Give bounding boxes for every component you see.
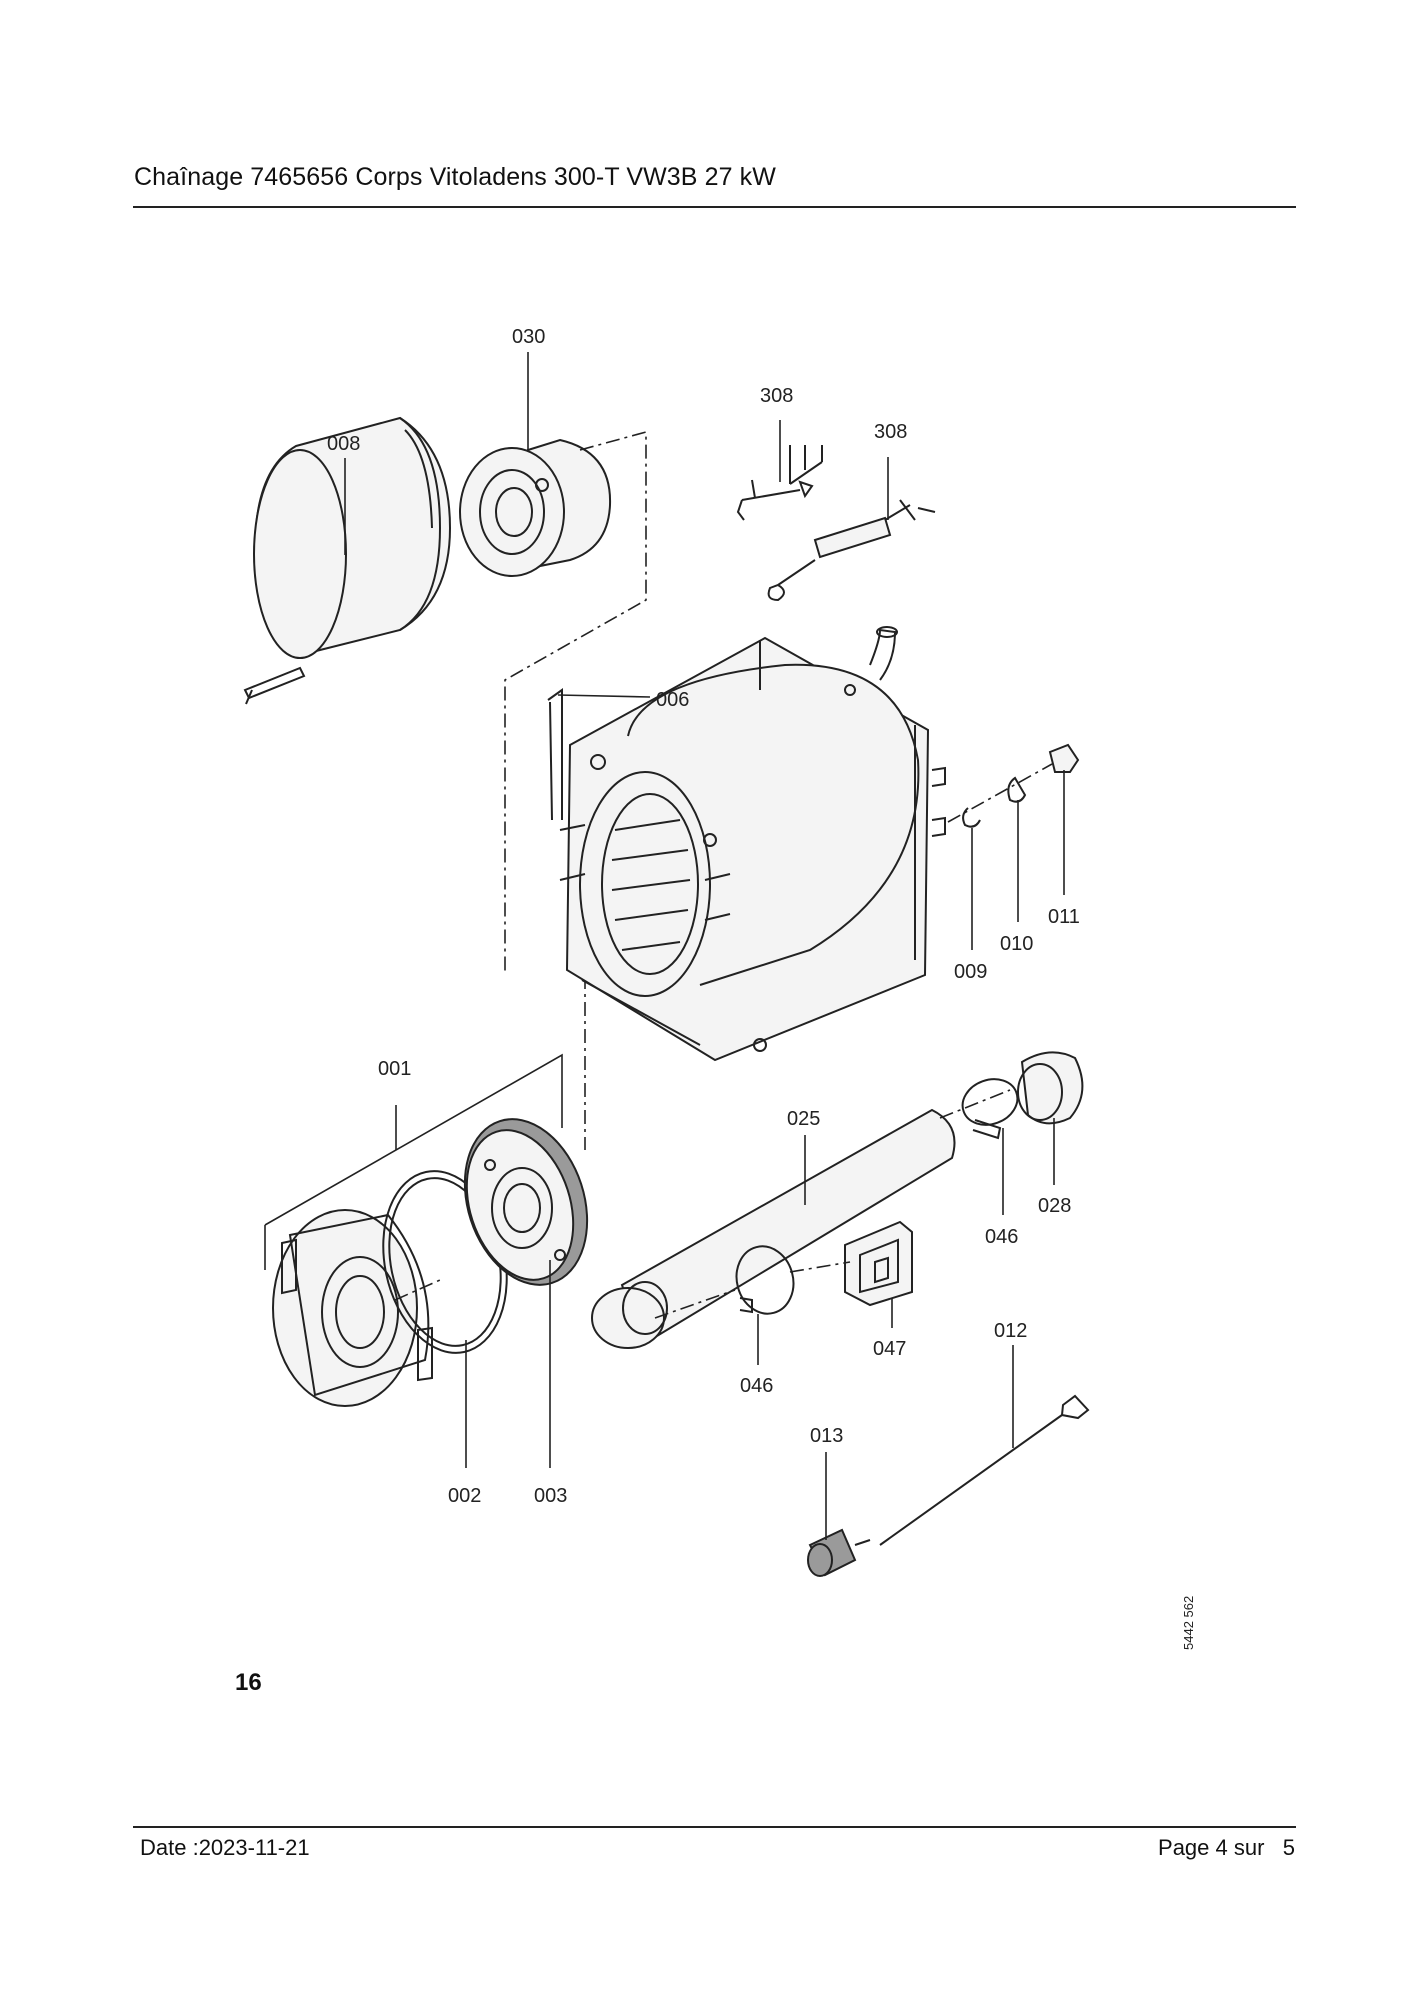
part-308-ignition-electrodes bbox=[736, 445, 936, 602]
label-308b: 308 bbox=[874, 421, 907, 443]
assembly-dash-upper bbox=[504, 430, 647, 975]
label-008: 008 bbox=[327, 433, 360, 455]
part-001-burner-door-assembly bbox=[264, 1053, 563, 1407]
label-002: 002 bbox=[448, 1485, 481, 1507]
assembly-dash-pipe bbox=[939, 1089, 1011, 1119]
header-divider bbox=[133, 206, 1296, 208]
label-047: 047 bbox=[873, 1338, 906, 1360]
label-012: 012 bbox=[994, 1320, 1027, 1342]
label-030: 030 bbox=[512, 326, 545, 348]
label-308a: 308 bbox=[760, 385, 793, 407]
part-028-adapter bbox=[1017, 1051, 1084, 1125]
footer-page-number: Page 4 sur 5 bbox=[1158, 1835, 1295, 1860]
label-003: 003 bbox=[534, 1485, 567, 1507]
figure-number: 16 bbox=[235, 1669, 262, 1696]
assembly-dash-door bbox=[394, 1279, 441, 1301]
leader-006 bbox=[557, 694, 651, 698]
assembly-dash-clamp bbox=[654, 1261, 851, 1319]
page-title: Chaînage 7465656 Corps Vitoladens 300-T … bbox=[134, 163, 776, 191]
label-009: 009 bbox=[954, 961, 987, 983]
part-003-burner-plate bbox=[463, 1118, 589, 1286]
part-025-flue-pipe bbox=[591, 1108, 956, 1349]
part-012-cleaning-rod bbox=[879, 1394, 1090, 1546]
label-046a: 046 bbox=[985, 1226, 1018, 1248]
label-011: 011 bbox=[1048, 906, 1080, 928]
label-013: 013 bbox=[810, 1425, 843, 1447]
part-009-010-011-fittings bbox=[947, 743, 1080, 828]
part-046-upper-clamp bbox=[961, 1078, 1019, 1140]
figure-reference: 5442 562 bbox=[1181, 1596, 1196, 1650]
part-030-collar bbox=[459, 438, 612, 577]
label-025: 025 bbox=[787, 1108, 820, 1130]
footer-date: Date :2023-11-21 bbox=[140, 1835, 310, 1860]
part-boiler-body bbox=[547, 626, 946, 1062]
part-008-cylinder bbox=[243, 416, 452, 705]
label-028: 028 bbox=[1038, 1195, 1071, 1217]
label-046b: 046 bbox=[740, 1375, 773, 1397]
part-013-cleaning-brush bbox=[807, 1528, 871, 1577]
part-047-flap bbox=[844, 1220, 913, 1307]
label-006: 006 bbox=[656, 689, 689, 711]
label-010: 010 bbox=[1000, 933, 1033, 955]
footer-divider bbox=[133, 1826, 1296, 1828]
label-001: 001 bbox=[378, 1058, 411, 1080]
part-046-lower-clamp bbox=[735, 1245, 795, 1315]
